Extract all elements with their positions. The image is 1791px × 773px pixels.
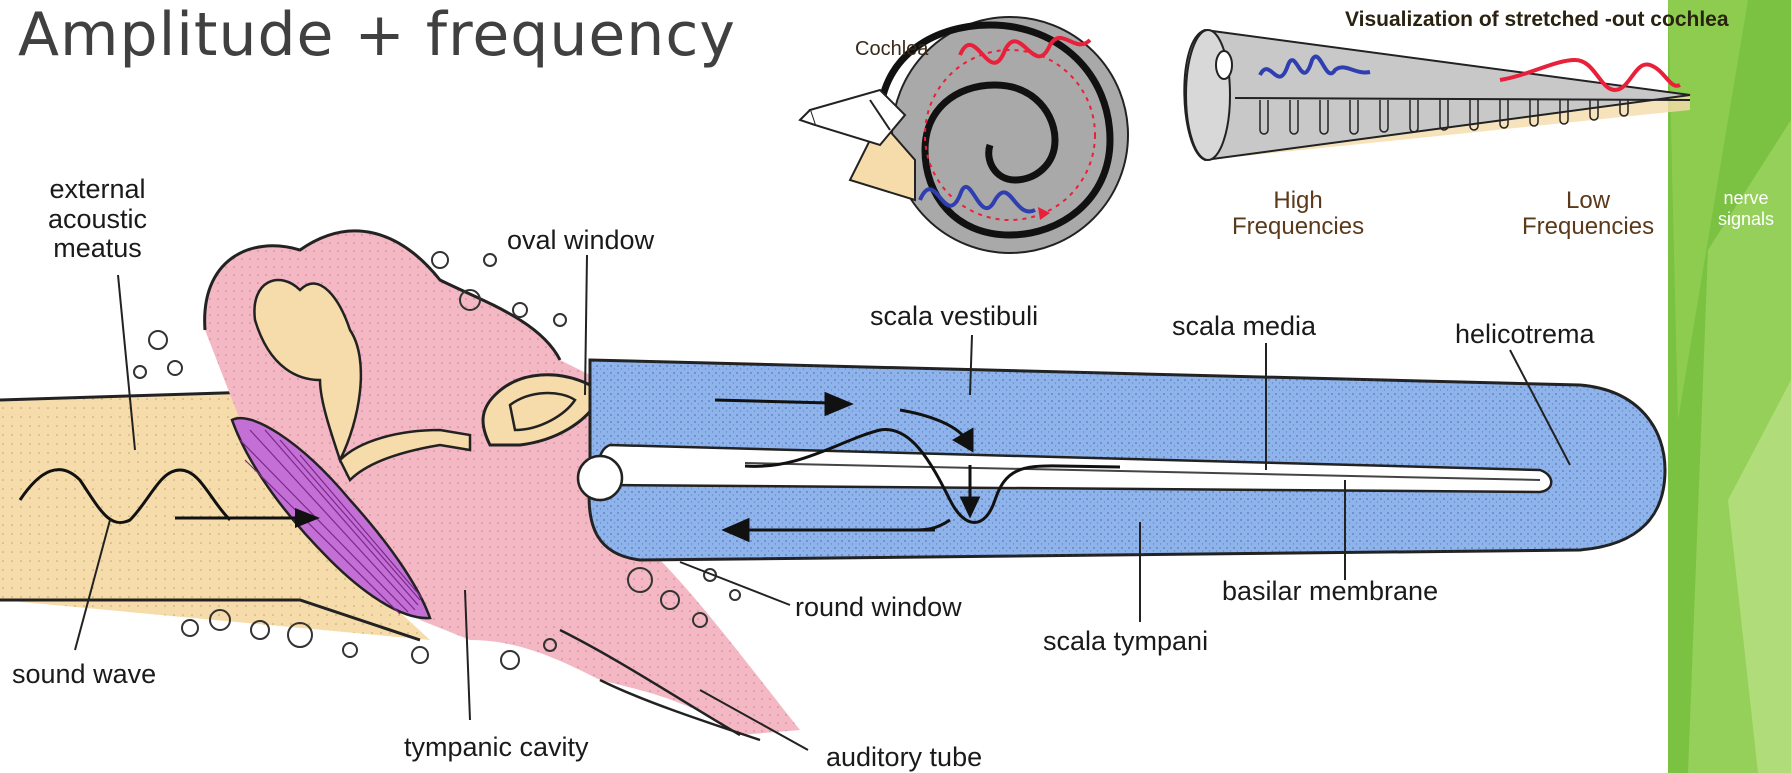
- basilar-membrane-label: basilar membrane: [1222, 577, 1438, 607]
- oval-window-label: oval window: [507, 226, 654, 256]
- auditory-tube-label: auditory tube: [826, 743, 982, 773]
- scala-tympani-label: scala tympani: [1043, 627, 1208, 657]
- high-frequencies-label: High Frequencies: [1232, 188, 1364, 241]
- stretched-cochlea-title: Visualization of stretched -out cochlea: [1345, 8, 1729, 31]
- tympanic-cavity-label: tympanic cavity: [404, 733, 589, 763]
- stretched-cochlea: [1184, 30, 1690, 160]
- scala-vestibuli-label: scala vestibuli: [870, 302, 1038, 332]
- sound-wave-label: sound wave: [12, 660, 156, 690]
- scala-media-label: scala media: [1172, 312, 1316, 342]
- external-acoustic-meatus-label: external acoustic meatus: [48, 175, 147, 264]
- cochlea-inset-label: Cochlea: [855, 38, 928, 60]
- helicotrema-label: helicotrema: [1455, 320, 1595, 350]
- round-window-label: round window: [795, 593, 962, 623]
- low-frequencies-label: Low Frequencies: [1522, 188, 1654, 241]
- nerve-signals-label: nerve signals: [1718, 188, 1774, 229]
